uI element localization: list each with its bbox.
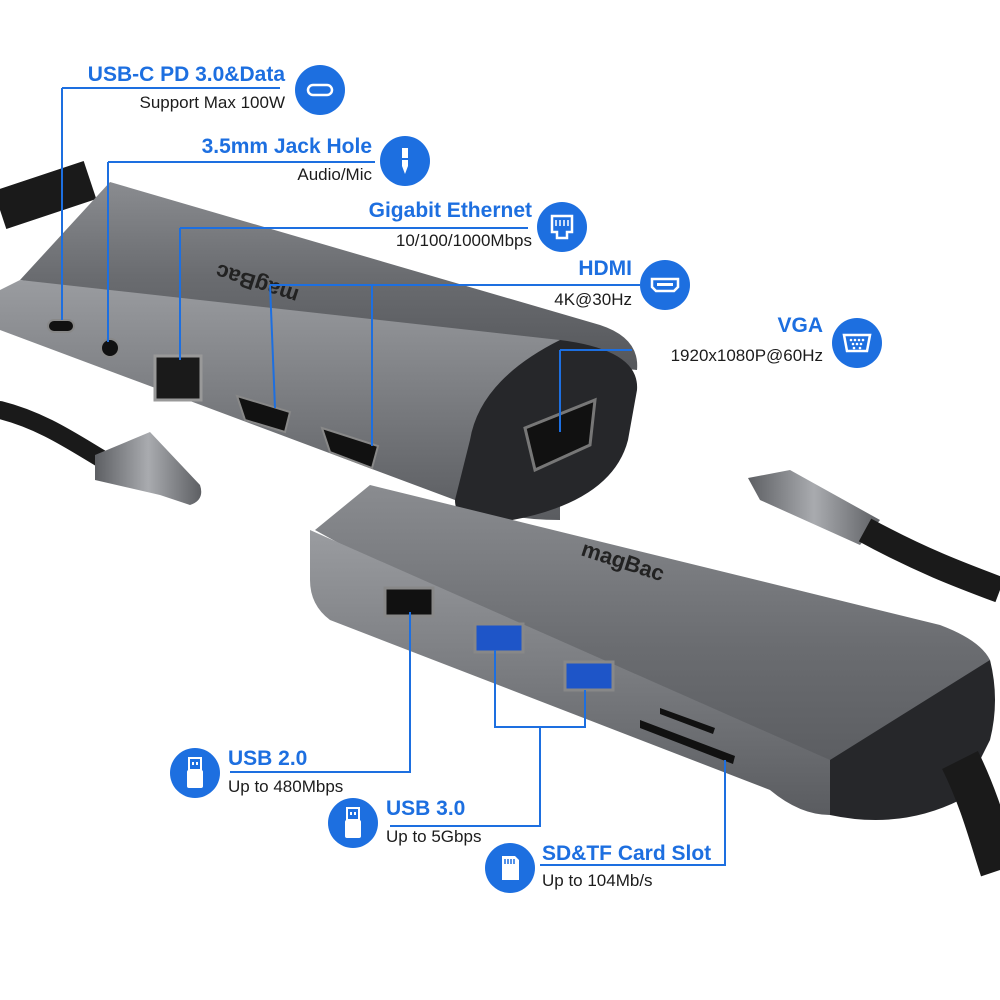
sd-slot bbox=[640, 720, 735, 764]
upper-hub bbox=[0, 182, 638, 525]
usb-c-plug-left bbox=[95, 432, 202, 505]
line-usb2 bbox=[230, 612, 411, 773]
sd-sub: Up to 104Mb/s bbox=[542, 871, 653, 890]
line-hdmi bbox=[269, 284, 276, 409]
sd-card-icon bbox=[485, 843, 535, 893]
hdmi-icon bbox=[640, 260, 690, 310]
ethernet-sub: 10/100/1000Mbps bbox=[395, 231, 532, 250]
jack-sub: Audio/Mic bbox=[297, 165, 372, 184]
jack-title: 3.5mm Jack Hole bbox=[201, 135, 372, 158]
usbc-title: USB-C PD 3.0&Data bbox=[87, 63, 285, 86]
hdmi-port-2 bbox=[320, 426, 380, 470]
vga-port bbox=[523, 397, 597, 473]
line-usb3-down bbox=[390, 727, 541, 827]
cable-right bbox=[858, 518, 1000, 603]
usbc-sub: Support Max 100W bbox=[139, 93, 285, 112]
audio-jack-port bbox=[100, 338, 120, 358]
hdmi-title: HDMI bbox=[578, 257, 632, 280]
hdmi-port-1 bbox=[235, 394, 292, 434]
usb3-port-1 bbox=[473, 622, 525, 654]
usb3-title: USB 3.0 bbox=[386, 797, 466, 820]
upper-hub-top-surface bbox=[20, 182, 638, 370]
usb3-port-2 bbox=[563, 660, 615, 692]
callout-lines bbox=[61, 87, 726, 866]
usb-a-icon bbox=[328, 798, 378, 848]
usb-c-plug-right bbox=[748, 470, 880, 545]
headphone-jack-icon bbox=[380, 136, 430, 186]
usb3-sub: Up to 5Gbps bbox=[386, 827, 482, 846]
usb-c-port bbox=[47, 319, 75, 333]
ethernet-title: Gigabit Ethernet bbox=[368, 199, 532, 222]
vga-icon bbox=[832, 318, 882, 368]
sd-title: SD&TF Card Slot bbox=[542, 842, 712, 865]
ethernet-port bbox=[153, 354, 203, 402]
tf-slot bbox=[660, 708, 715, 734]
line-sd bbox=[540, 760, 726, 866]
usb2-sub: Up to 480Mbps bbox=[228, 777, 344, 796]
cable-top-left bbox=[0, 161, 97, 229]
ethernet-icon bbox=[537, 202, 587, 252]
usb2-title: USB 2.0 bbox=[228, 747, 308, 770]
upper-hub-front-surface bbox=[0, 280, 560, 520]
cable-left bbox=[0, 401, 109, 467]
lower-hub-top-surface bbox=[315, 485, 990, 815]
cable-bottom-right bbox=[942, 751, 1000, 877]
usb-a-icon bbox=[170, 748, 220, 798]
usb-c-icon bbox=[295, 65, 345, 115]
vga-sub: 1920x1080P@60Hz bbox=[670, 346, 823, 365]
hdmi-sub: 4K@30Hz bbox=[554, 290, 632, 309]
usb2-port bbox=[383, 586, 435, 618]
vga-title: VGA bbox=[777, 314, 823, 337]
